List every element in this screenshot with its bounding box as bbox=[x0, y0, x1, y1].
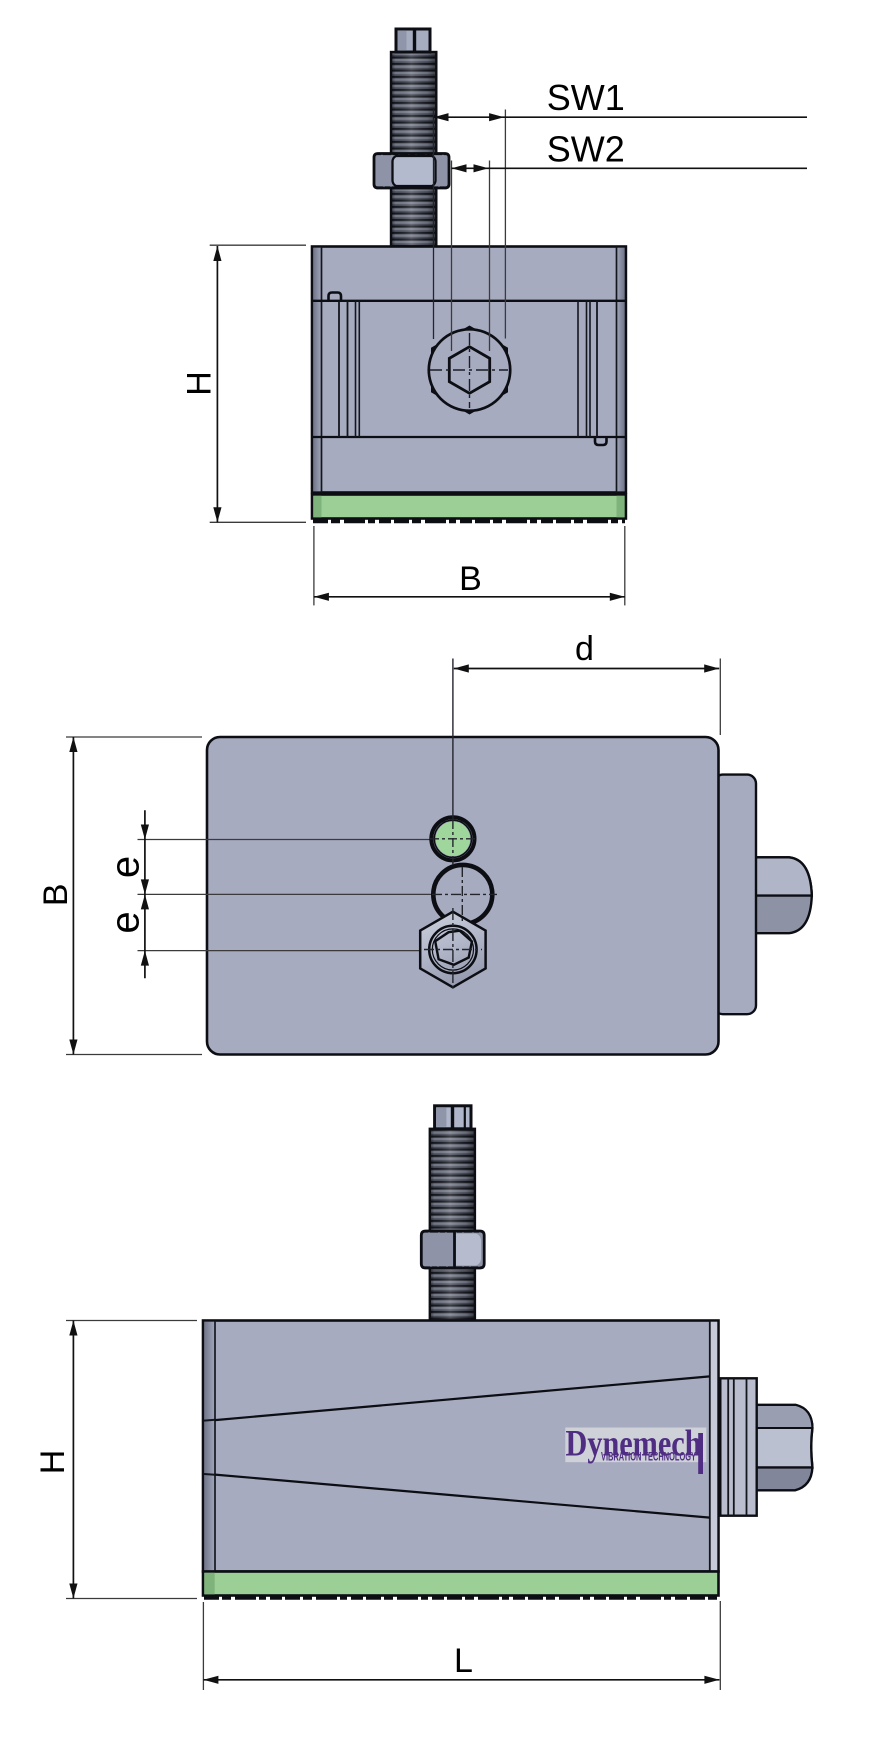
svg-text:SW2: SW2 bbox=[547, 129, 625, 170]
svg-text:B: B bbox=[37, 883, 75, 906]
svg-text:B: B bbox=[459, 560, 482, 598]
svg-text:e: e bbox=[103, 911, 147, 933]
svg-text:H: H bbox=[34, 1450, 72, 1475]
svg-text:L: L bbox=[454, 1642, 473, 1680]
svg-text:SW1: SW1 bbox=[547, 77, 625, 118]
svg-text:e: e bbox=[103, 856, 147, 878]
svg-text:Dynemech: Dynemech bbox=[566, 1424, 702, 1465]
svg-text:d: d bbox=[575, 630, 594, 668]
svg-text:H: H bbox=[181, 371, 219, 396]
svg-text:VIBRATION TECHNOLOGY: VIBRATION TECHNOLOGY bbox=[601, 1450, 696, 1464]
